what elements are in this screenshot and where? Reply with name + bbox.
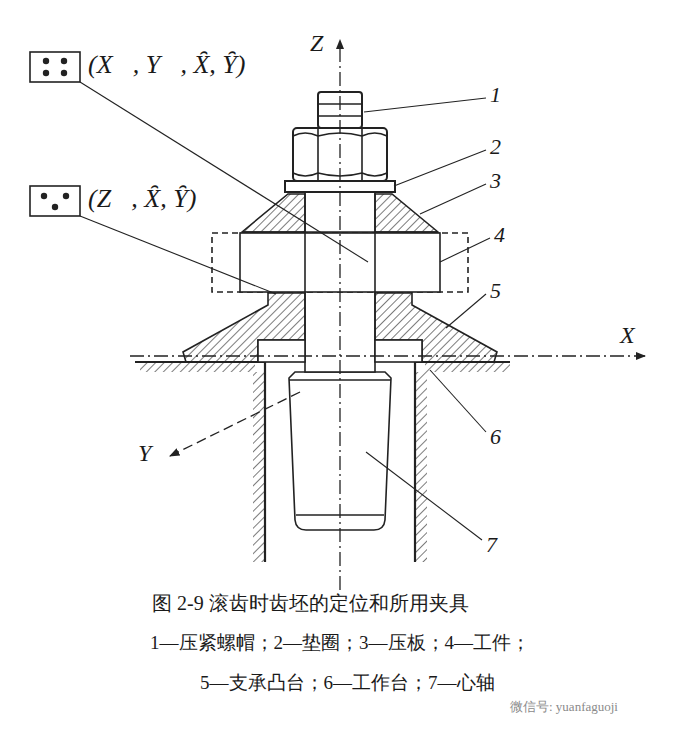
callout-number: 7 [486,532,497,557]
callout-number: 3 [490,168,501,193]
callout-number: 4 [494,222,505,247]
axis-label: Z [310,30,323,58]
callout-number: 1 [490,82,501,107]
callout-number: 6 [490,424,501,449]
part-list: 5—支承凸台；6—工作台；7—心轴 [200,672,495,694]
callout-number: 5 [490,278,501,303]
figure-caption: 图 2-9 滚齿时齿坯的定位和所用夹具 [152,592,469,615]
axis-label: X [620,322,635,350]
part-list: 1—压紧螺帽；2—垫圈；3—压板；4—工件； [150,632,530,654]
constraint-notation: (X⃗, Y⃗, X̑, Y̑) [88,50,245,80]
axis-label: Y [138,440,151,468]
constraint-notation: (Z⃗, X̑, Y̑) [88,184,196,214]
callout-number: 2 [490,134,501,159]
watermark: 微信号: yuanfaguoji [510,700,618,715]
